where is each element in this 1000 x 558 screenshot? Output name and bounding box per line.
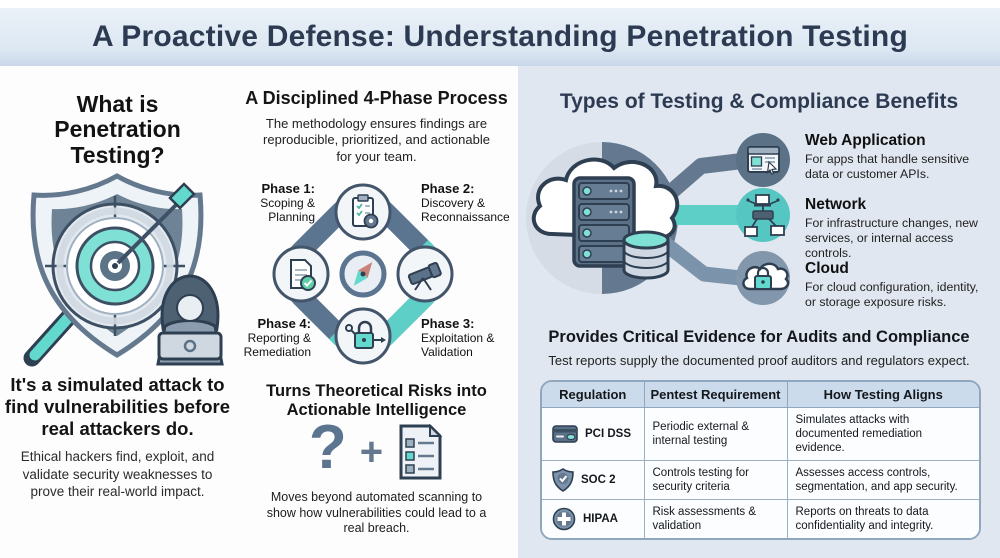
- page-title: A Proactive Defense: Understanding Penet…: [92, 20, 908, 53]
- what-is-description: Ethical hackers find, exploit, and valid…: [20, 449, 215, 500]
- compliance-heading: Provides Critical Evidence for Audits an…: [548, 328, 970, 346]
- regulation-label: PCI DSS: [585, 428, 632, 440]
- requirement-cell: Controls testing for security criteria: [643, 460, 788, 501]
- plus-icon: +: [359, 430, 384, 474]
- outcome-heading: Turns Theoretical Risks into Actionable …: [266, 382, 487, 419]
- database-icon: [622, 230, 670, 280]
- table-header-row: Regulation Pentest Requirement How Testi…: [542, 382, 979, 408]
- checklist-document-icon: [399, 424, 443, 480]
- phase-3-label: Phase 3: Exploitation & Validation: [421, 316, 495, 360]
- network-circle: [736, 188, 790, 242]
- type-web-application: Web Application For apps that handle sen…: [805, 132, 990, 182]
- outcome-icons: ? +: [235, 413, 518, 484]
- alignment-cell: Assesses access controls, segmentation, …: [786, 460, 979, 501]
- type-description: For infrastructure changes, new services…: [805, 216, 978, 260]
- telescope-icon: [407, 261, 442, 291]
- web-application-circle: [736, 133, 790, 187]
- lock-icon: [345, 320, 386, 349]
- type-description: For apps that handle sensitive data or c…: [805, 152, 970, 181]
- arrow-icon: [116, 182, 196, 265]
- table-row-pci-dss: PCI DSS Periodic external & internal tes…: [542, 406, 979, 462]
- phase-2-label: Phase 2: Discovery & Reconnaissance: [421, 181, 510, 225]
- compass-icon: [339, 250, 387, 298]
- phase-1-label: Phase 1: Scoping & Planning: [260, 181, 315, 225]
- compliance-subheading: Test reports supply the documented proof…: [548, 353, 970, 368]
- types-panel: Types of Testing & Compliance Benefits: [518, 66, 1000, 558]
- requirement-cell: Periodic external & internal testing: [643, 406, 788, 462]
- requirement-cell: Risk assessments & validation: [643, 499, 788, 539]
- regulation-label: SOC 2: [581, 474, 616, 487]
- report-check-icon: [290, 259, 316, 291]
- type-description: For cloud configuration, identity, or st…: [805, 280, 979, 309]
- clipboard-gear-icon: [352, 194, 379, 229]
- medical-cross-icon: [552, 507, 576, 531]
- types-heading: Types of Testing & Compliance Benefits: [559, 90, 959, 113]
- four-phase-cycle-diagram: [272, 183, 454, 365]
- regulation-label: HIPAA: [583, 513, 618, 526]
- server-rack-icon: [572, 176, 636, 268]
- col-header-regulation: Regulation: [542, 382, 645, 408]
- compliance-table: Regulation Pentest Requirement How Testi…: [542, 382, 979, 539]
- title-banner: A Proactive Defense: Understanding Penet…: [0, 8, 1000, 66]
- type-title: Network: [805, 196, 867, 213]
- type-cloud: Cloud For cloud configuration, identity,…: [805, 260, 990, 310]
- cloud-security-circle: [736, 251, 790, 305]
- alignment-cell: Simulates attacks with documented remedi…: [786, 406, 979, 462]
- cloud-server-illustration: [526, 133, 790, 305]
- what-is-heading: What is Penetration Testing?: [54, 91, 181, 168]
- outcome-text: Moves beyond automated scanning to show …: [266, 490, 487, 536]
- type-title: Web Application: [805, 132, 926, 149]
- question-mark-icon: ?: [308, 413, 347, 483]
- compliance-table-wrap: Regulation Pentest Requirement How Testi…: [540, 380, 981, 541]
- type-title: Cloud: [805, 260, 849, 277]
- cloud-lock-icon: [742, 262, 790, 291]
- browser-icon: [747, 146, 780, 175]
- phase-4-label: Phase 4: Reporting & Remediation: [243, 316, 311, 360]
- col-header-requirement: Pentest Requirement: [643, 382, 788, 408]
- magnifier-icon: [23, 309, 77, 367]
- what-is-statement: It's a simulated attack to find vulnerab…: [4, 374, 231, 439]
- hacker-icon: [156, 274, 224, 366]
- alignment-cell: Reports on threats to data confidentiali…: [786, 499, 979, 539]
- table-row-hipaa: HIPAA Risk assessments & validation Repo…: [542, 499, 979, 539]
- process-heading: A Disciplined 4-Phase Process: [245, 88, 508, 108]
- process-subheading: The methodology ensures findings are rep…: [263, 116, 490, 164]
- credit-card-icon: [552, 425, 578, 443]
- shield-check-icon: [552, 468, 574, 493]
- shield-target-illustration: [23, 173, 224, 367]
- table-row-soc-2: SOC 2 Controls testing for security crit…: [542, 460, 979, 501]
- col-header-alignment: How Testing Aligns: [786, 382, 979, 408]
- network-icon: [744, 194, 785, 237]
- process-panel: A Disciplined 4-Phase Process The method…: [235, 66, 518, 558]
- type-network: Network For infrastructure changes, new …: [805, 196, 990, 261]
- what-is-panel: What is Penetration Testing?: [0, 66, 235, 558]
